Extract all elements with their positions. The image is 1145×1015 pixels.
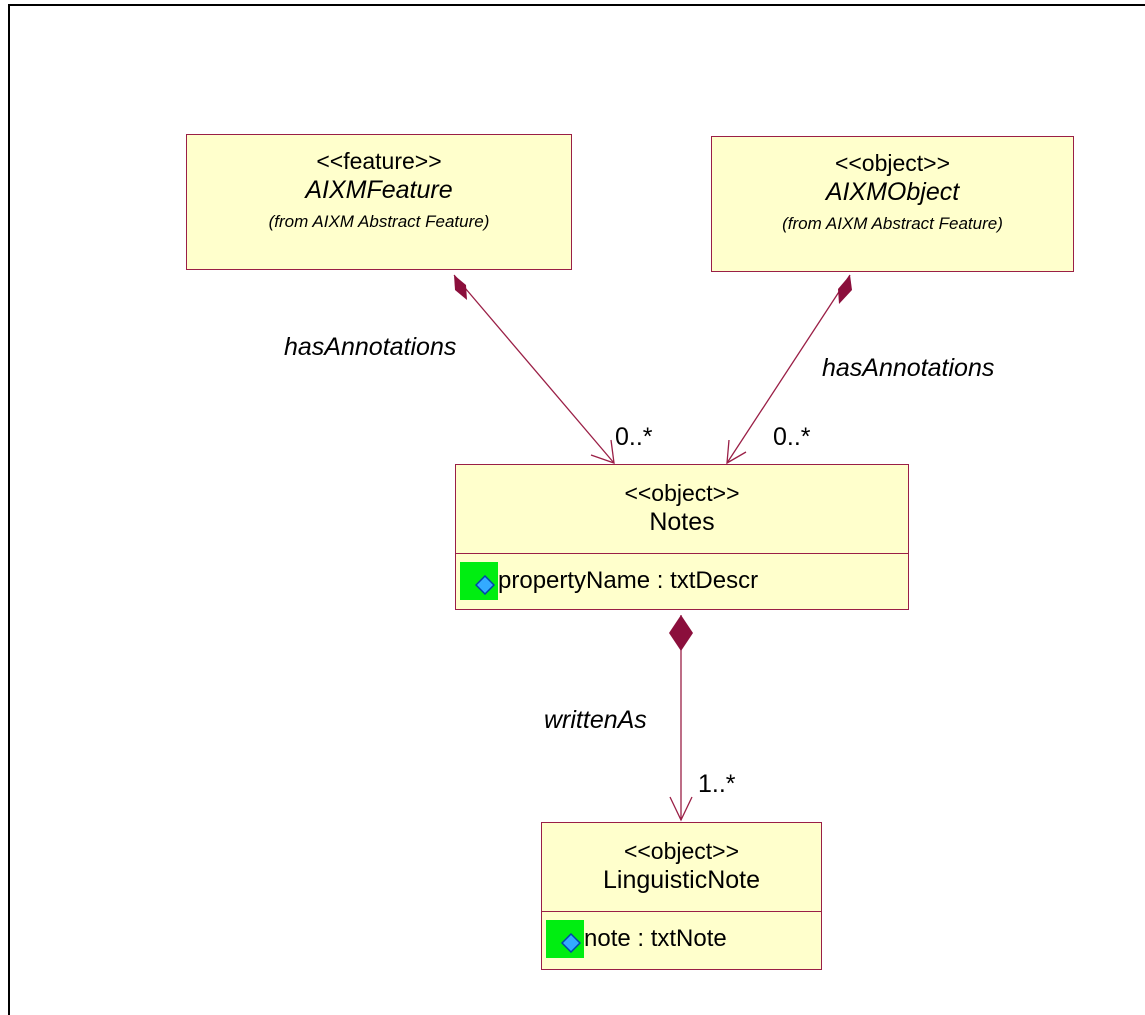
class-name: LinguisticNote [602,866,761,894]
attribute-compartment: propertyName : txtDescr [456,553,908,609]
association-line-object-notes [726,274,851,464]
class-name: AIXMFeature [305,176,453,204]
stereotype-label: <<object>> [624,480,740,506]
stereotype-label: <<object>> [834,150,951,176]
class-aixmfeature[interactable]: <<feature>> AIXMFeature (from AIXM Abstr… [186,134,572,270]
class-linguisticnote[interactable]: <<object>> LinguisticNote note : txtNote [541,822,822,970]
attribute-row[interactable]: note : txtNote [546,920,727,958]
class-name: Notes [649,508,715,536]
navigability-arrow [726,439,747,465]
role-label: hasAnnotations [822,354,995,382]
public-attribute-icon [460,562,498,600]
role-label: hasAnnotations [284,333,457,361]
class-name: AIXMObject [825,178,960,206]
diagram-frame [8,4,1145,1015]
composition-diamond [669,615,693,651]
class-notes[interactable]: <<object>> Notes propertyName : txtDescr [455,464,909,610]
attribute-row[interactable]: propertyName : txtDescr [460,562,758,600]
class-aixmobject[interactable]: <<object>> AIXMObject (from AIXM Abstrac… [711,136,1074,272]
stereotype-label: <<feature>> [316,148,442,174]
composition-diamond [454,275,467,300]
multiplicity-label: 0..* [615,423,653,451]
role-label: writtenAs [544,706,647,734]
package-source-label: (from AIXM Abstract Feature) [268,212,490,231]
stereotype-label: <<object>> [623,838,740,864]
public-attribute-icon [546,920,584,958]
composition-diamond [838,275,852,304]
multiplicity-label: 1..* [698,770,736,798]
attribute-text: propertyName : txtDescr [498,567,759,594]
attribute-text: note : txtNote [584,925,727,952]
navigability-arrow [590,439,615,464]
multiplicity-label: 0..* [773,423,811,451]
association-line-feature-notes [453,274,615,464]
package-source-label: (from AIXM Abstract Feature) [782,214,1003,233]
attribute-compartment: note : txtNote [542,911,821,969]
navigability-arrow [669,796,693,822]
